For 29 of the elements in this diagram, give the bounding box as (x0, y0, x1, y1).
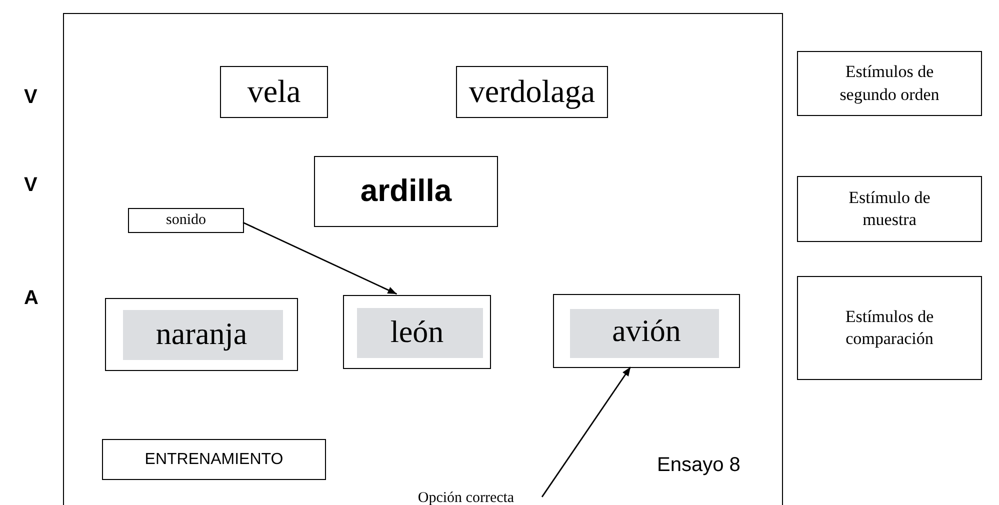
modality-letter: V (24, 174, 38, 197)
sound-box (128, 208, 244, 233)
comparison-box (105, 298, 298, 371)
caption-text: Estímulos de comparación (844, 306, 935, 350)
label-text: vela (247, 74, 301, 110)
label-text: ENTRENAMIENTO (144, 450, 284, 468)
arrow (541, 366, 632, 498)
caption-text: Estímulo de muestra (848, 186, 932, 231)
stimulus-box (456, 66, 608, 118)
caption-text: Estímulos de segundo orden (838, 61, 940, 106)
label-text: ardilla (360, 174, 452, 209)
legend-box (797, 176, 982, 242)
legend-box (797, 51, 982, 116)
label-text: león (390, 314, 444, 350)
comparison-box (553, 294, 740, 368)
label-text: verdolaga (468, 74, 596, 110)
label-text: sonido (166, 212, 206, 229)
modality-letter: A (24, 287, 38, 310)
stimulus-box (220, 66, 328, 118)
arrow (242, 222, 398, 295)
sample-stimulus-box (314, 156, 498, 227)
mode-box (102, 439, 326, 480)
label-text: naranja (156, 317, 248, 352)
label-text: avión (612, 314, 681, 348)
frame-box (63, 13, 783, 505)
comparison-box (343, 295, 491, 369)
trial-number: Ensayo 8 (657, 454, 740, 477)
legend-box (797, 276, 982, 380)
modality-letter: V (24, 86, 38, 109)
